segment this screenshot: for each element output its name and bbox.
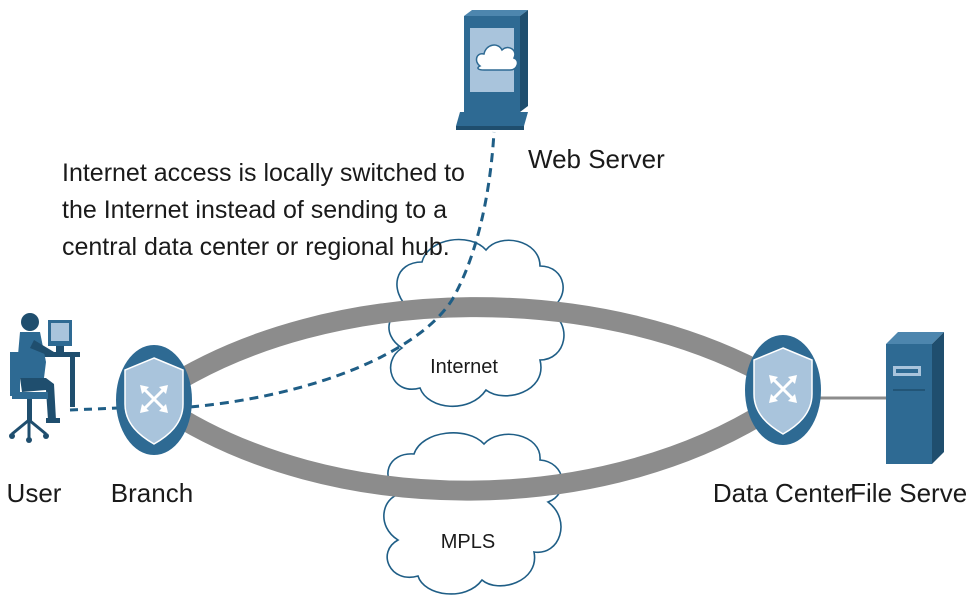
branch-label: Branch — [111, 478, 193, 508]
web-server-icon[interactable] — [456, 10, 528, 130]
file-server-icon[interactable] — [886, 332, 944, 464]
fileserver-label: File Server — [850, 478, 968, 508]
user-branch-link — [69, 406, 119, 412]
annotation-line-1: Internet access is locally switched to — [62, 159, 465, 187]
annotation-line-3: central data center or regional hub. — [62, 233, 450, 261]
internet-tunnel — [150, 297, 794, 402]
internet-cloud-label: Internet — [430, 356, 498, 378]
webserver-label: Web Server — [528, 144, 665, 174]
mpls-cloud-label: MPLS — [441, 531, 495, 553]
internet-cloud-icon — [388, 238, 565, 408]
cloud-icon — [475, 44, 519, 71]
local-internet-breakout-link — [189, 131, 496, 409]
user-label: User — [7, 478, 62, 508]
user-workstation-icon[interactable] — [9, 313, 80, 443]
branch-router-icon[interactable] — [116, 345, 192, 455]
datacenter-router-icon[interactable] — [745, 335, 821, 445]
annotation-line-2: the Internet instead of sending to a — [62, 196, 447, 224]
mpls-tunnel — [150, 390, 794, 501]
mpls-cloud-icon — [383, 432, 563, 595]
annotation-note: Internet access is locally switched to t… — [62, 159, 465, 261]
datacenter-label: Data Center — [713, 478, 854, 508]
